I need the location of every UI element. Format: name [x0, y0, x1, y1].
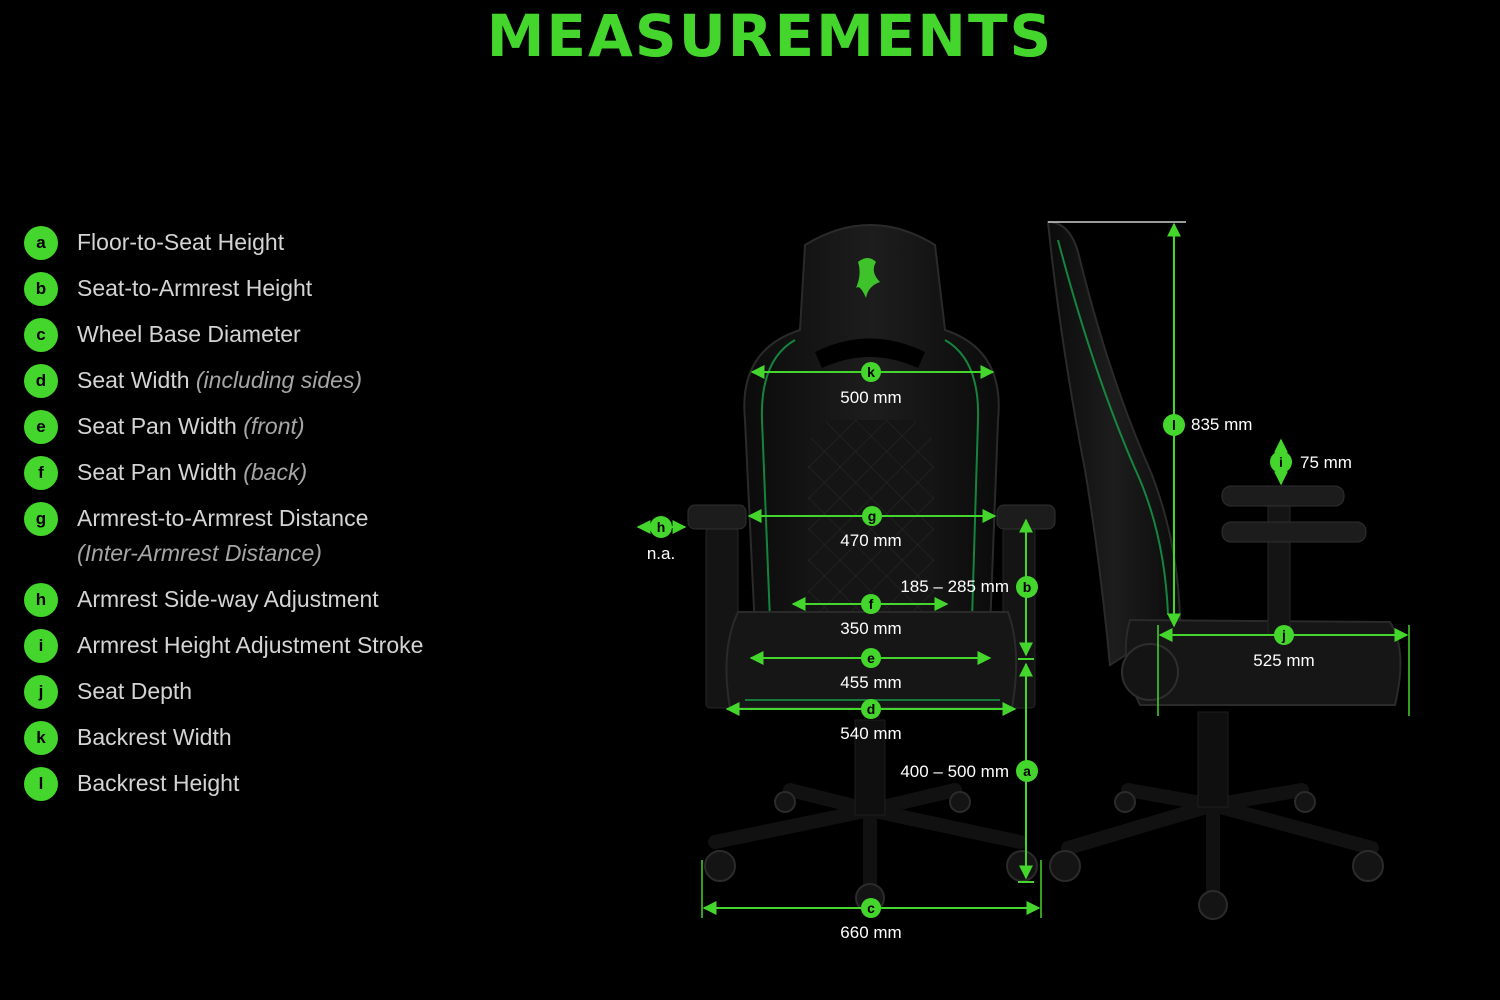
- svg-text:d: d: [867, 701, 876, 717]
- dimension-a-floor-to-seat: a 400 – 500 mm: [900, 662, 1038, 883]
- legend-label-g: Armrest-to-Armrest Distance: [77, 505, 368, 532]
- legend-badge-d: d: [24, 364, 58, 398]
- legend-label-j: Seat Depth: [77, 678, 192, 705]
- dimension-d-seat-width: d 540 mm: [725, 699, 1017, 743]
- legend-label-text: Armrest Height Adjustment Stroke: [77, 632, 424, 658]
- dimension-value-a: 400 – 500 mm: [900, 762, 1009, 781]
- svg-text:h: h: [657, 519, 666, 535]
- dimension-c-wheel-base: c 660 mm: [701, 860, 1042, 942]
- dimension-value-j: 525 mm: [1253, 651, 1314, 670]
- front-chair-base: [708, 783, 1027, 899]
- legend-label-i: Armrest Height Adjustment Stroke: [77, 632, 423, 659]
- legend-badge-c: c: [24, 318, 58, 352]
- legend-label-b: Seat-to-Armrest Height: [77, 275, 312, 302]
- legend-sublabel-g: (Inter-Armrest Distance): [77, 540, 322, 566]
- legend-badge-f: f: [24, 456, 58, 490]
- razer-logo-icon: [856, 258, 880, 298]
- dimension-l-backrest-height: l 835 mm: [1048, 221, 1252, 628]
- dimension-value-d: 540 mm: [840, 724, 901, 743]
- side-gas-cylinder: [1197, 711, 1229, 808]
- dimension-value-c: 660 mm: [840, 923, 901, 942]
- legend-label-text: Wheel Base Diameter: [77, 321, 301, 347]
- dimension-g-armrest-distance: g 470 mm: [747, 506, 997, 550]
- legend-label-e: Seat Pan Width (front): [77, 413, 305, 440]
- dimension-value-b: 185 – 285 mm: [900, 577, 1009, 596]
- side-chair-casters: [1049, 791, 1384, 920]
- svg-text:c: c: [867, 900, 875, 916]
- legend-badge-b: b: [24, 272, 58, 306]
- legend-label-text: Seat Pan Width: [77, 459, 237, 485]
- side-chair-illustration: [1046, 220, 1402, 920]
- legend-note: (including sides): [195, 367, 363, 393]
- legend-label-text: Seat-to-Armrest Height: [77, 275, 313, 301]
- side-recline-knob: [1121, 643, 1179, 701]
- legend-label-f: Seat Pan Width (back): [77, 459, 307, 486]
- front-headrest-slot: [815, 338, 925, 368]
- legend-label-h: Armrest Side-way Adjustment: [77, 586, 379, 613]
- legend-label-text: Floor-to-Seat Height: [77, 229, 285, 255]
- dimension-b-seat-to-armrest: b 185 – 285 mm: [900, 518, 1038, 660]
- dimension-i-armrest-height-stroke: i 75 mm: [1270, 438, 1352, 486]
- dimension-k-backrest-width: k 500 mm: [750, 362, 995, 407]
- legend-badge-i: i: [24, 629, 58, 663]
- front-gas-cylinder: [854, 719, 886, 816]
- dimension-j-seat-depth: j 525 mm: [1157, 625, 1410, 716]
- dimension-f-seat-pan-back: f 350 mm: [791, 594, 949, 638]
- svg-text:a: a: [1023, 763, 1031, 779]
- legend-badge-g: g: [24, 502, 58, 536]
- dimension-value-f: 350 mm: [840, 619, 901, 638]
- side-backrest: [1046, 220, 1182, 667]
- legend-note: (back): [243, 459, 308, 485]
- legend-label-text: Seat Pan Width: [77, 413, 237, 439]
- legend-badge-j: j: [24, 675, 58, 709]
- front-chair-illustration: [687, 224, 1056, 913]
- dimension-value-l: 835 mm: [1191, 415, 1252, 434]
- legend-badge-k: k: [24, 721, 58, 755]
- legend-label-a: Floor-to-Seat Height: [77, 229, 284, 256]
- svg-text:e: e: [867, 650, 875, 666]
- legend-label-d: Seat Width (including sides): [77, 367, 362, 394]
- dimension-value-k: 500 mm: [840, 388, 901, 407]
- dimension-value-g: 470 mm: [840, 531, 901, 550]
- legend-badge-l: l: [24, 767, 58, 801]
- legend-label-text: Backrest Height: [77, 770, 240, 796]
- dimension-value-e: 455 mm: [840, 673, 901, 692]
- legend-badge-a: a: [24, 226, 58, 260]
- svg-text:i: i: [1279, 454, 1283, 470]
- svg-text:b: b: [1023, 579, 1032, 595]
- dimension-value-i: 75 mm: [1300, 453, 1352, 472]
- legend-label-text: Seat Depth: [77, 678, 193, 704]
- legend-badge-e: e: [24, 410, 58, 444]
- side-armrest: [1221, 485, 1367, 636]
- legend-note: (front): [243, 413, 305, 439]
- legend-label-c: Wheel Base Diameter: [77, 321, 301, 348]
- legend-label-text: Backrest Width: [77, 724, 232, 750]
- legend-label-text: Armrest-to-Armrest Distance: [77, 505, 369, 531]
- svg-text:l: l: [1172, 417, 1176, 433]
- legend-label-k: Backrest Width: [77, 724, 232, 751]
- legend-label-text: Armrest Side-way Adjustment: [77, 586, 379, 612]
- svg-text:k: k: [867, 364, 875, 380]
- dimension-e-seat-pan-front: e 455 mm: [749, 648, 992, 692]
- legend-label-text: Seat Width: [77, 367, 190, 393]
- dimension-value-h: n.a.: [647, 544, 675, 563]
- dimension-h-armrest-sideway: h n.a.: [636, 516, 687, 563]
- legend-badge-h: h: [24, 583, 58, 617]
- side-backrest-piping: [1057, 239, 1169, 616]
- svg-text:g: g: [868, 508, 877, 524]
- svg-text:f: f: [869, 596, 874, 612]
- page-title: MEASUREMENTS: [486, 2, 1054, 70]
- legend-label-l: Backrest Height: [77, 770, 239, 797]
- svg-text:j: j: [1281, 627, 1286, 643]
